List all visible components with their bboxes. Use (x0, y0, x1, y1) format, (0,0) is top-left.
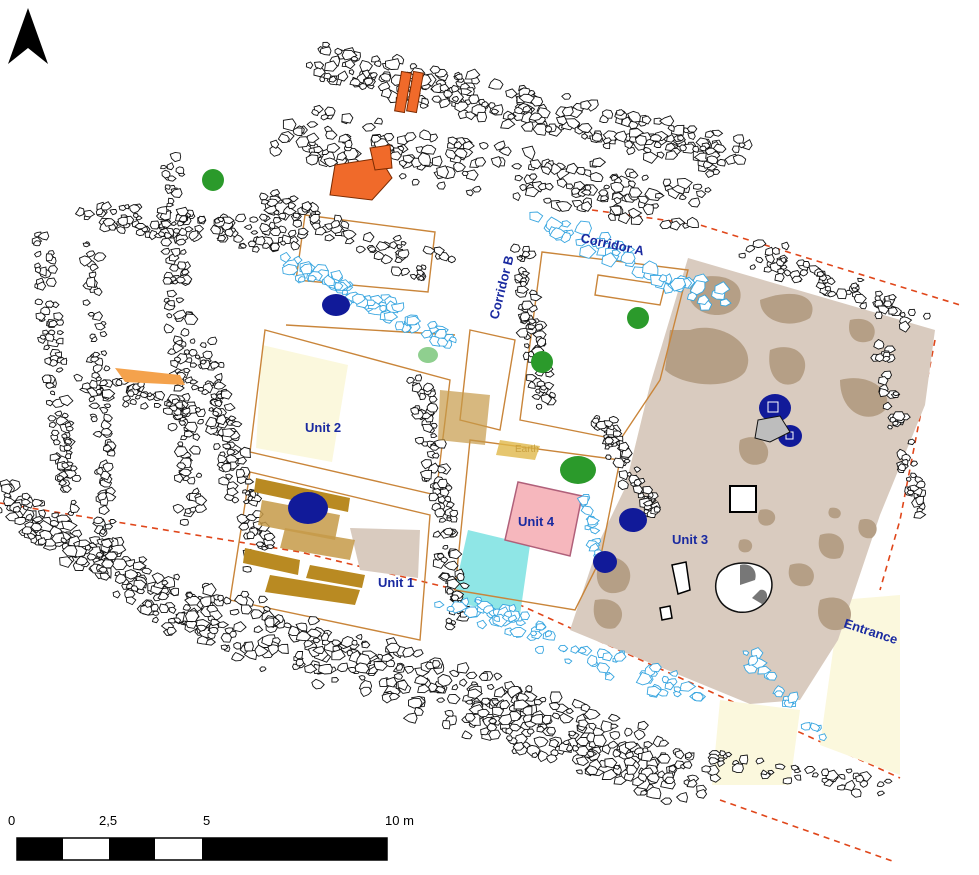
unit1-floor (350, 528, 420, 578)
label-unit2: Unit 2 (305, 420, 341, 435)
trees (202, 169, 649, 484)
scale-bar: 0 2,5 5 10 m (8, 813, 414, 861)
orange-features (115, 70, 424, 385)
scale-tick-5: 5 (203, 813, 210, 828)
label-unit4: Unit 4 (518, 514, 555, 529)
scale-tick-0: 0 (8, 813, 15, 828)
north-arrow-icon (8, 8, 48, 64)
unit4-basin (504, 481, 583, 557)
label-earth: Earth (515, 444, 539, 455)
unit3-stone-features (659, 415, 791, 621)
pool (452, 530, 530, 615)
label-unit3: Unit 3 (672, 532, 708, 547)
scale-tick-10m: 10 m (385, 813, 414, 828)
stone-rubble-blue (280, 211, 827, 742)
label-corridor-b: Corridor B (486, 254, 516, 321)
label-unit1: Unit 1 (378, 575, 414, 590)
scale-tick-2-5: 2,5 (99, 813, 117, 828)
unit3-floor (570, 258, 935, 704)
